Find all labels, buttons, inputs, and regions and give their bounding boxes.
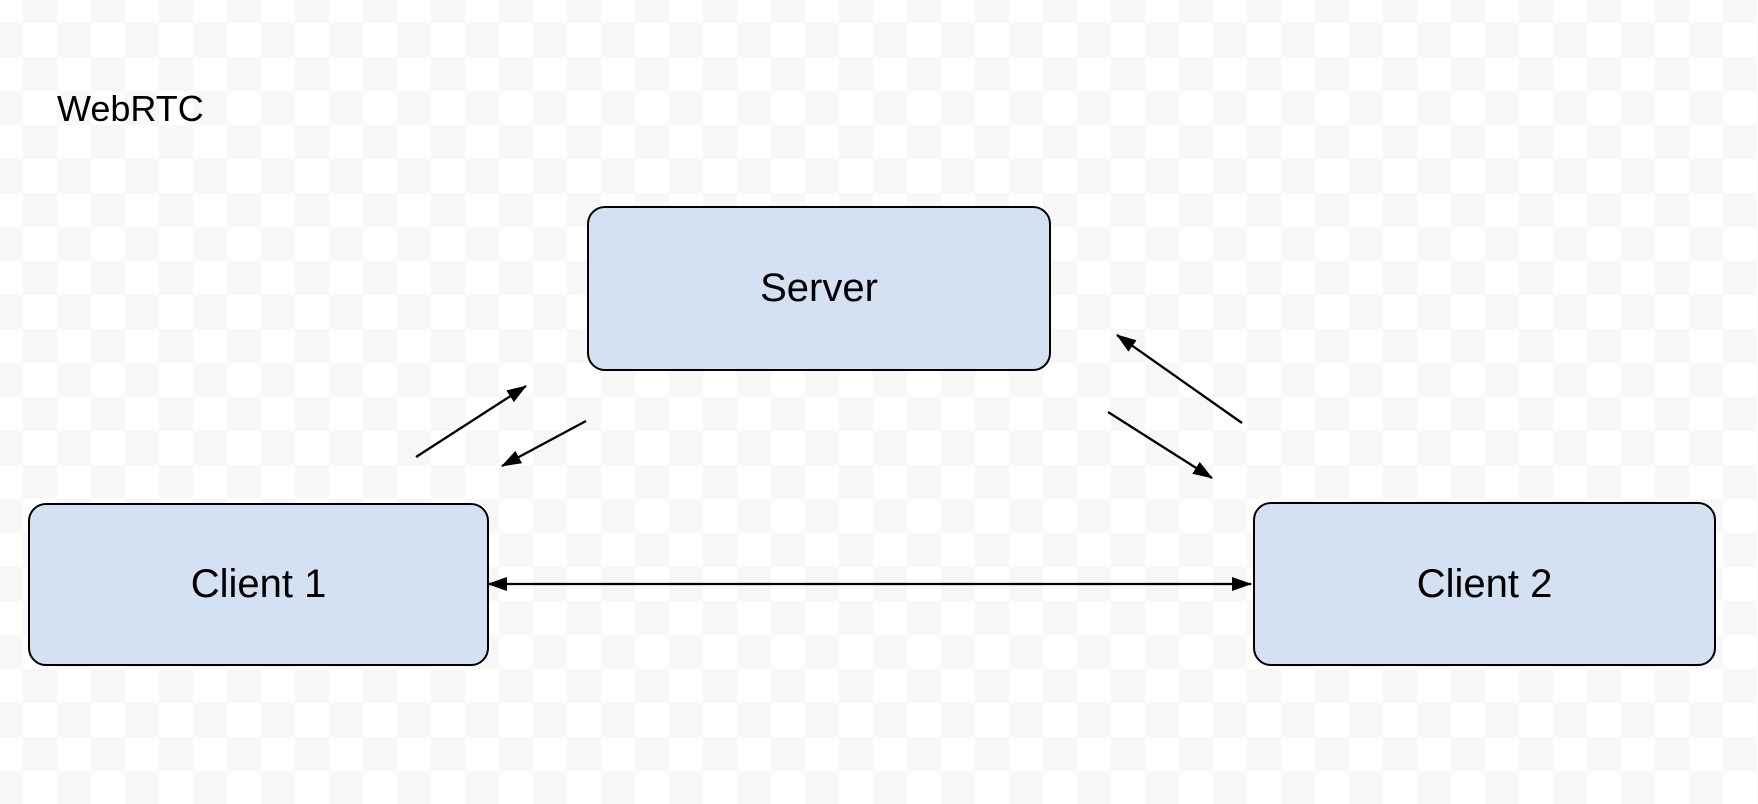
edge-client2-to-server bbox=[1116, 334, 1243, 424]
node-server: Server bbox=[587, 206, 1051, 371]
edge-server-to-client1 bbox=[501, 419, 587, 468]
node-server-label: Server bbox=[760, 266, 878, 310]
diagram-title: WebRTC bbox=[57, 88, 204, 129]
node-client2-label: Client 2 bbox=[1416, 561, 1553, 606]
edge-server-to-client2 bbox=[1107, 411, 1213, 479]
node-client1: Client 1 bbox=[28, 503, 489, 666]
edge-client1-to-server bbox=[415, 385, 527, 458]
node-client1-label: Client 1 bbox=[190, 562, 327, 606]
node-client2: Client 2 bbox=[1253, 502, 1716, 666]
